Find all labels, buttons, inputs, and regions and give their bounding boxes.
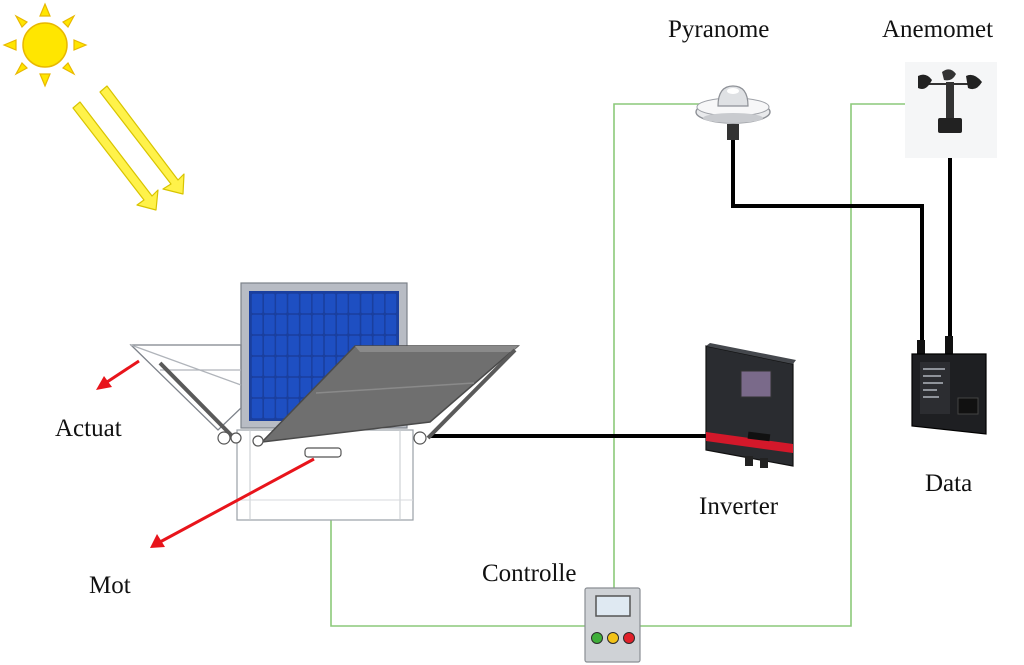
pv-cell <box>337 335 348 356</box>
anemometer-label: Anemomet <box>882 16 994 43</box>
pv-cell <box>251 335 263 356</box>
actuator-label: Actuat <box>55 415 122 442</box>
pv-cell <box>288 335 299 356</box>
pv-cell <box>251 356 263 377</box>
controller-icon <box>584 587 641 663</box>
pv-cell <box>251 377 263 398</box>
actuator-arrow-icon <box>96 359 140 390</box>
right-actuator-rod <box>426 348 517 440</box>
pv-cell <box>276 377 287 398</box>
pv-cell <box>276 398 287 419</box>
pv-cell <box>361 314 372 335</box>
pv-cell <box>373 293 385 314</box>
inverter-icon <box>705 343 796 468</box>
pv-cell <box>300 335 312 356</box>
pv-cell <box>251 314 263 335</box>
control-wire-pyranometer <box>613 103 700 588</box>
pv-cell <box>276 335 287 356</box>
pv-cell <box>264 293 275 314</box>
pv-cell <box>324 335 336 356</box>
pv-cell <box>373 314 385 335</box>
sun-ray-arrow <box>99 85 185 195</box>
pyranometer-label: Pyranome <box>668 16 770 43</box>
pv-cell <box>312 356 324 377</box>
motor-arrow-icon <box>150 457 315 548</box>
pv-cell <box>337 293 348 314</box>
pv-cell <box>300 293 312 314</box>
pv-cell <box>324 314 336 335</box>
pv-cell <box>300 377 312 398</box>
right-reflector <box>259 345 521 443</box>
pv-cell <box>276 293 287 314</box>
pv-cell <box>300 356 312 377</box>
pv-cell <box>251 398 263 419</box>
pv-cell <box>288 377 299 398</box>
pv-cell <box>264 377 275 398</box>
inverter-label: Inverter <box>699 493 779 520</box>
pv-cell <box>385 314 397 335</box>
sun-icon <box>2 2 88 88</box>
pv-cell <box>288 293 299 314</box>
motor-label: Mot <box>89 572 131 599</box>
pv-cell <box>312 293 324 314</box>
control-wire-anemometer <box>640 103 935 627</box>
left-actuator-rod <box>158 361 236 440</box>
pv-cell <box>264 356 275 377</box>
solar-panel-assembly <box>129 282 521 521</box>
pv-cell <box>385 293 397 314</box>
control-wire-motor <box>330 515 585 627</box>
pv-cell <box>349 293 360 314</box>
pv-cell <box>288 314 299 335</box>
pv-cell <box>312 314 324 335</box>
data-logger-label: Data <box>925 470 973 497</box>
pv-cell <box>276 314 287 335</box>
anemometer-icon <box>905 62 997 158</box>
power-cables <box>430 138 952 438</box>
pv-cell <box>264 314 275 335</box>
left-reflector <box>129 344 242 431</box>
sun-ray-arrow <box>72 101 159 211</box>
pv-cell <box>288 356 299 377</box>
pv-cell <box>264 398 275 419</box>
pv-cell <box>264 335 275 356</box>
pv-cell <box>349 314 360 335</box>
controller-label: Controlle <box>482 560 577 587</box>
pv-cell <box>300 314 312 335</box>
pv-cell <box>361 293 372 314</box>
hinge-joints <box>217 431 427 458</box>
data-logger-icon <box>911 336 987 435</box>
pv-cell <box>276 356 287 377</box>
pyranometer-icon <box>695 85 771 140</box>
control-wires <box>330 103 935 627</box>
pv-cell <box>251 293 263 314</box>
pv-cell <box>312 335 324 356</box>
pv-cell <box>337 314 348 335</box>
sunlight-rays <box>72 85 185 211</box>
pv-cell <box>324 293 336 314</box>
cable-pyranometer-to-logger <box>731 138 924 340</box>
